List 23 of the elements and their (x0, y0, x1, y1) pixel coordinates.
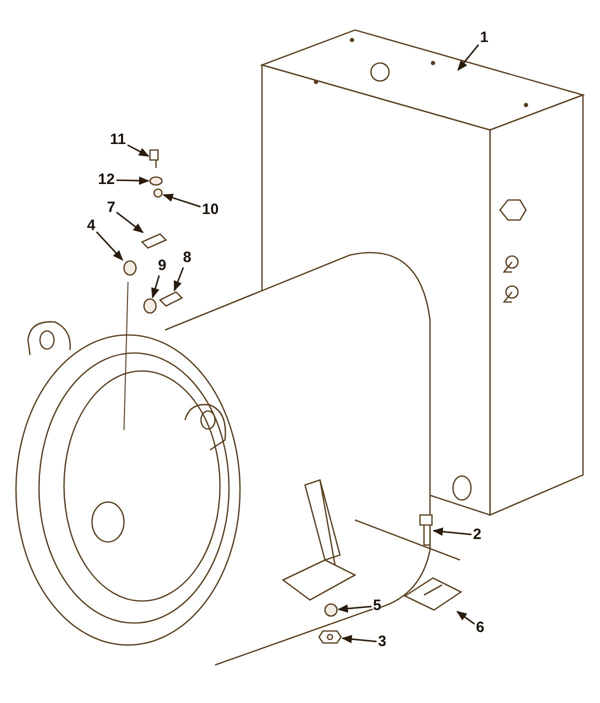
nut-drawing (153, 188, 163, 198)
leader-arrow (337, 604, 372, 613)
leader-arrow (162, 194, 201, 208)
leader-arrow (116, 212, 144, 234)
leader-arrow (127, 144, 150, 157)
leader-arrow (174, 267, 184, 292)
washer-drawing (149, 176, 163, 186)
bolt-drawing (419, 514, 433, 546)
washer-drawing (143, 298, 157, 314)
bolt-drawing (140, 233, 168, 249)
leader-arrow (151, 275, 160, 298)
leader-arrow (116, 176, 150, 185)
nut-drawing (318, 630, 342, 644)
leader-arrow (456, 610, 475, 625)
leader-arrow (341, 634, 377, 644)
bolt-drawing (158, 291, 184, 307)
washer-drawing (123, 260, 137, 276)
bolt-drawing (149, 149, 159, 169)
leader-arrow (457, 44, 480, 71)
shim-plate-drawing (404, 577, 462, 611)
washer-drawing (324, 603, 338, 617)
leader-arrow (96, 231, 124, 261)
leader-arrow (432, 527, 472, 536)
